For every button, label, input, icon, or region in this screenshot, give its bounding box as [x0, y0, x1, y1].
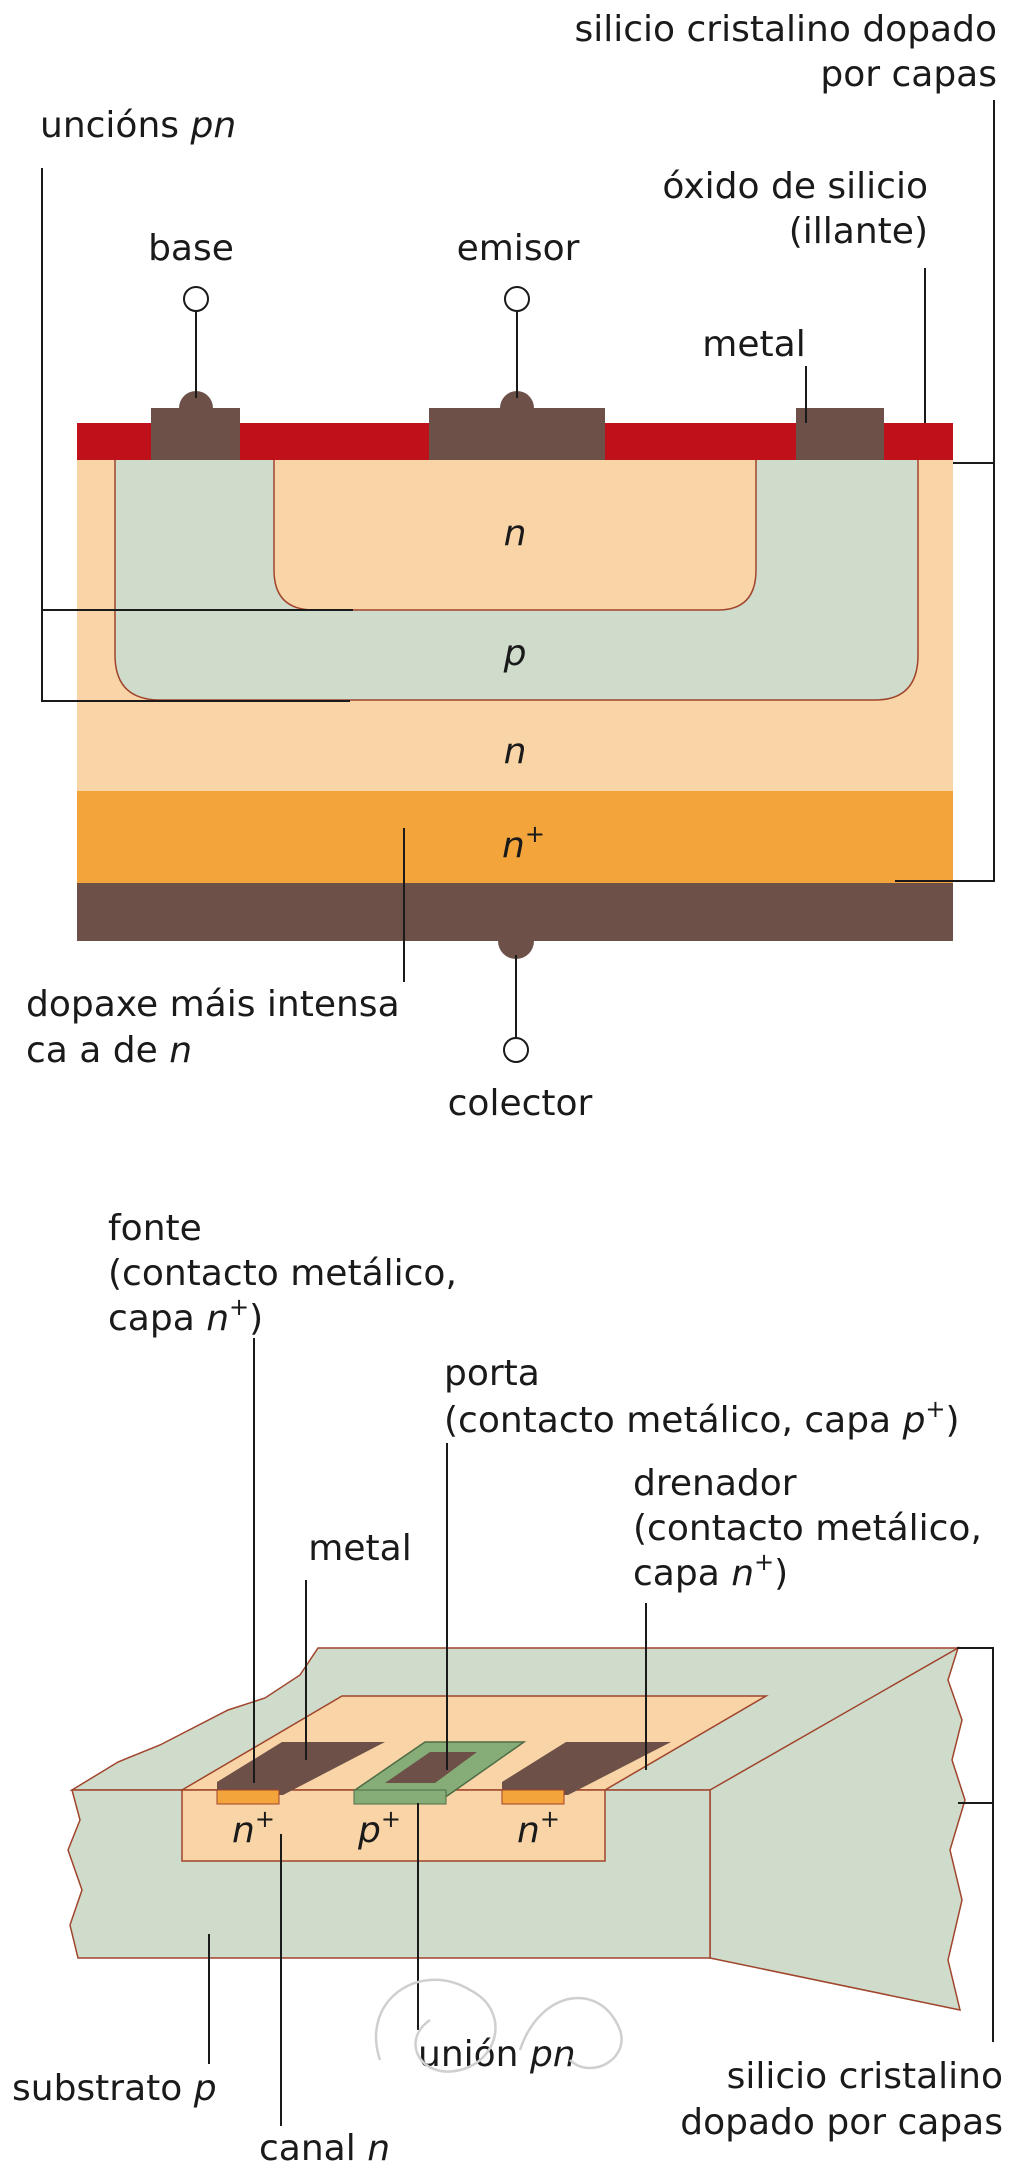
fet-fonte-label-3: capa n+) — [108, 1293, 263, 1339]
fet-fonte-label-1: fonte — [108, 1208, 202, 1249]
fet-metal-label: metal — [308, 1528, 411, 1569]
bjt-base-label: base — [148, 228, 234, 269]
bjt-region-n-mid: n — [504, 731, 527, 772]
fet-drenador-label-3: capa n+) — [633, 1548, 788, 1594]
bjt-oxido-label-2: (illante) — [789, 211, 928, 252]
bjt-collector-metal — [77, 883, 953, 941]
bjt-uncions-label: uncións pn — [40, 105, 236, 146]
bjt-dopaxe-label-2: ca a de n — [26, 1030, 192, 1071]
fet-drenador-label-1: drenador — [633, 1463, 797, 1504]
fet-drenador-label-2: (contacto metálico, — [633, 1508, 982, 1549]
bjt-region-nplus: n+ — [502, 820, 545, 866]
bjt-base-contact — [151, 408, 240, 460]
fet-region-nplus-left: n+ — [232, 1805, 275, 1851]
bjt-collector-label: colector — [448, 1083, 593, 1124]
fet-canal-label: canal n — [259, 2128, 390, 2169]
fet-porta-label-2: (contacto metálico, capa p+) — [444, 1395, 960, 1441]
bjt-metal-label: metal — [702, 324, 805, 365]
bjt-emitter-label: emisor — [457, 228, 580, 269]
watermark-flourish — [374, 1978, 623, 2073]
fet-silicio-label-2: dopado por capas — [680, 2102, 1003, 2143]
fet-substrato-label: substrato p — [12, 2068, 217, 2109]
fet-source-pad — [216, 1789, 280, 1805]
fet-silicio-bracket — [957, 1647, 994, 2042]
bjt-dopaxe-label-1: dopaxe máis intensa — [26, 984, 400, 1025]
fet-drain-metal — [502, 1742, 671, 1795]
bjt-oxido-label-1: óxido de silicio — [662, 166, 928, 207]
bjt-region-n-top: n — [504, 513, 527, 554]
fet-union-label: unión pn — [418, 2034, 576, 2075]
bjt-nplus-layer — [77, 791, 953, 883]
fet-region-pplus-mid: p+ — [357, 1805, 401, 1851]
fet-silicio-label-1: silicio cristalino — [727, 2056, 1003, 2097]
fet-fonte-label-2: (contacto metálico, — [108, 1253, 457, 1294]
bjt-n-emitter-region — [273, 457, 757, 611]
bjt-emitter-bump — [500, 391, 534, 408]
fet-diagram: fonte (contacto metálico, capa n+) porta… — [12, 1208, 1003, 2169]
bjt-collector-terminal — [503, 1037, 529, 1063]
bjt-collector-bump — [498, 941, 534, 959]
bjt-region-p: p — [503, 633, 527, 674]
bjt-silicio-label-1: silicio cristalino dopado — [574, 9, 997, 50]
fet-porta-label-1: porta — [444, 1353, 540, 1394]
bjt-base-terminal — [183, 286, 209, 312]
fet-source-metal — [217, 1742, 385, 1795]
fet-side-face — [709, 1646, 966, 2011]
fet-gate-metal — [385, 1752, 477, 1783]
bjt-silicio-bracket — [895, 100, 995, 882]
bjt-base-bump — [179, 391, 213, 408]
bjt-uncions-leader — [41, 168, 353, 702]
bjt-silicio-label-2: por capas — [820, 54, 997, 95]
fet-region-nplus-right: n+ — [517, 1805, 560, 1851]
fet-drain-pad — [501, 1789, 565, 1805]
bjt-emitter-contact — [429, 408, 605, 460]
fet-gate-pad — [353, 1789, 447, 1805]
bjt-metal-contact — [796, 408, 884, 460]
bjt-diagram: silicio cristalino dopado por capas unci… — [26, 9, 997, 1124]
bjt-emitter-terminal — [504, 286, 530, 312]
